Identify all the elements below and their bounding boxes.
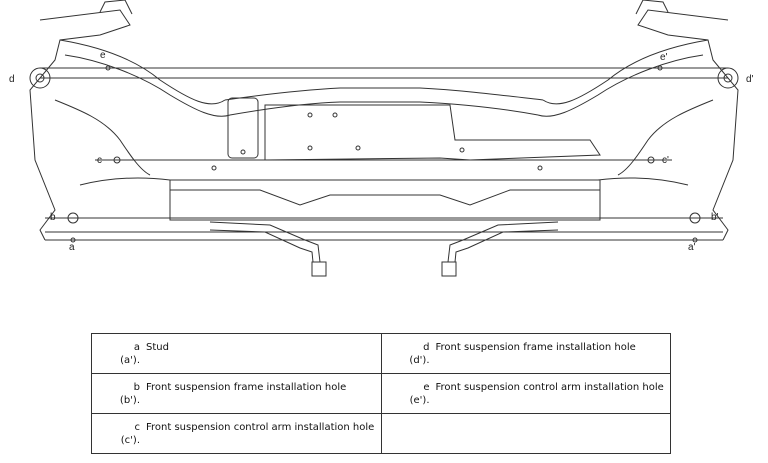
right-frame-arm xyxy=(637,9,739,241)
callout-a-prime: a' xyxy=(688,242,696,253)
legend-row: b (b'). Front suspension frame installati… xyxy=(91,373,671,414)
subframe-diagram: a a' b b' c c' d d' e e' xyxy=(9,0,754,277)
legend-cell: d (d'). Front suspension frame installati… xyxy=(380,333,671,374)
callout-e: e xyxy=(100,50,106,61)
callout-c-prime: c' xyxy=(662,155,669,166)
legend-cell: e (e'). Front suspension control arm inst… xyxy=(380,373,671,414)
legend-key-alt: (e'). xyxy=(409,395,430,406)
legend-key-alt: (a'). xyxy=(120,355,140,366)
legend-text: Front suspension control arm installatio… xyxy=(435,382,664,393)
callout-a: a xyxy=(69,242,75,253)
legend-cell: b (b'). Front suspension frame installati… xyxy=(91,373,382,414)
legend-key-alt: (d'). xyxy=(409,355,430,366)
legend-key: d xyxy=(423,342,430,353)
legend-key-alt: (c'). xyxy=(120,435,140,446)
centre-plate xyxy=(264,104,601,161)
callout-c: c xyxy=(97,155,102,166)
mount-block xyxy=(227,97,259,159)
legend-text: Stud xyxy=(146,342,169,353)
legend-row: a (a'). Stud d (d'). Front suspension fram… xyxy=(91,333,671,374)
legend-row: c (c'). Front suspension control arm inst… xyxy=(91,413,671,454)
crossmember xyxy=(224,87,544,101)
legend-cell-empty xyxy=(380,413,671,454)
callout-b-prime: b' xyxy=(711,212,719,223)
callout-d-prime: d' xyxy=(746,74,754,85)
legend-key-alt: (b'). xyxy=(119,395,140,406)
lower-frame xyxy=(169,179,601,221)
legend-cell: c (c'). Front suspension control arm inst… xyxy=(91,413,382,454)
legend-table: a (a'). Stud d (d'). Front suspension fram… xyxy=(91,333,671,454)
left-rod xyxy=(209,221,321,263)
right-rod xyxy=(447,221,559,263)
legend-text: Front suspension frame installation hole xyxy=(146,382,347,393)
callout-e-prime: e' xyxy=(660,52,668,63)
callout-d: d xyxy=(9,74,15,85)
legend-key: e xyxy=(423,382,430,393)
legend-key: b xyxy=(133,382,140,393)
legend-cell: a (a'). Stud xyxy=(91,333,382,374)
left-frame-arm xyxy=(29,9,131,241)
legend-text: Front suspension frame installation hole xyxy=(435,342,636,353)
legend-key: c xyxy=(134,422,141,433)
legend-key: a xyxy=(133,342,140,353)
callout-b: b xyxy=(50,212,56,223)
legend-text: Front suspension control arm installatio… xyxy=(146,422,375,433)
